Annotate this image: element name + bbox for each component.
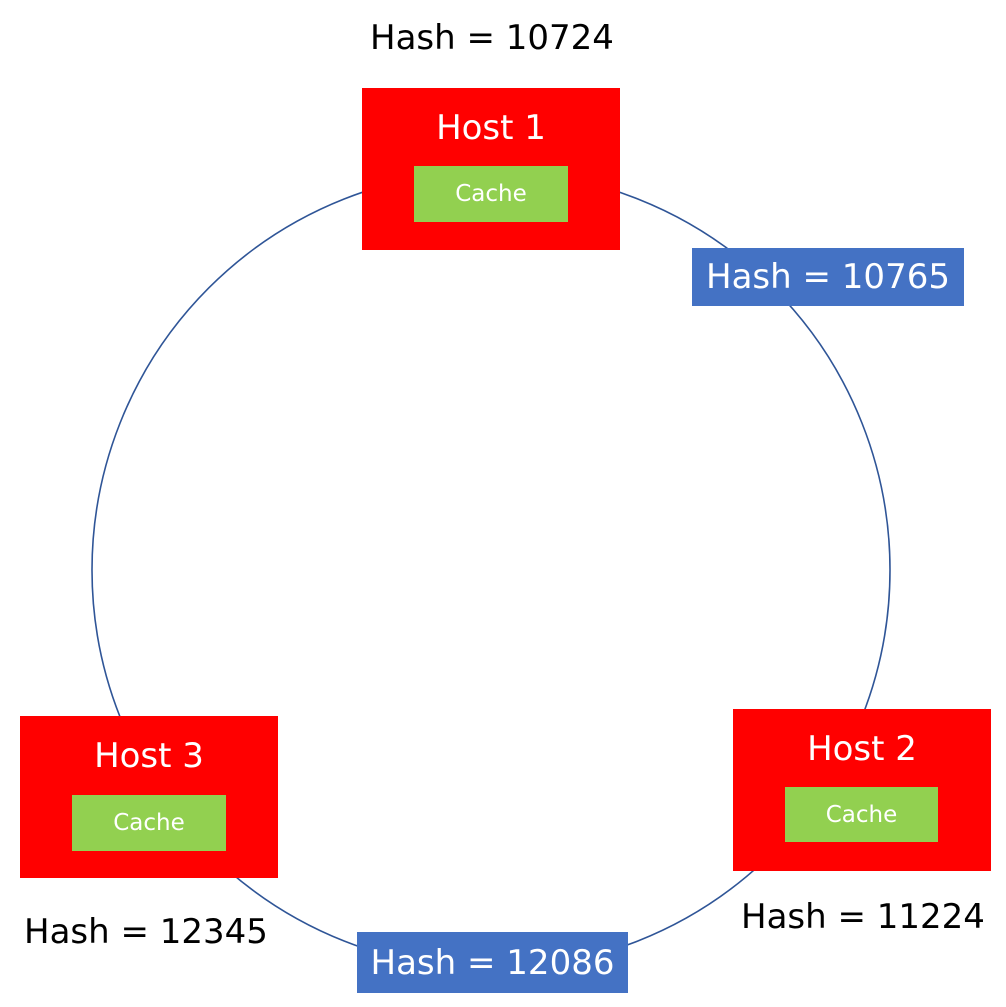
host-1-cache[interactable]: Cache — [414, 166, 568, 222]
host-2-node[interactable]: Host 2 Cache — [733, 709, 991, 871]
host-3-hash-label: Hash = 12345 — [24, 912, 268, 952]
key-hash-12086[interactable]: Hash = 12086 — [357, 932, 628, 993]
host-2-label: Host 2 — [807, 729, 917, 769]
host-3-cache[interactable]: Cache — [72, 795, 226, 851]
host-3-label: Host 3 — [94, 736, 204, 776]
key-hash-10765[interactable]: Hash = 10765 — [692, 248, 964, 306]
host-2-cache[interactable]: Cache — [785, 787, 938, 842]
host-2-hash-label: Hash = 11224 — [741, 897, 985, 937]
host-3-node[interactable]: Host 3 Cache — [20, 716, 278, 878]
host-1-label: Host 1 — [436, 108, 546, 148]
host-1-hash-label: Hash = 10724 — [370, 18, 614, 58]
host-1-node[interactable]: Host 1 Cache — [362, 88, 620, 250]
